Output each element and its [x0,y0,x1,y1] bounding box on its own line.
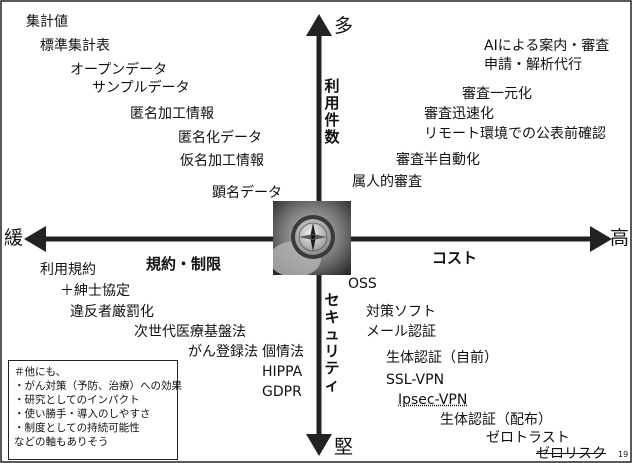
arrowhead-up [306,14,332,36]
page-number: 19 [618,450,629,459]
upper-left-item: 匿名加工情報 [130,106,214,122]
lower-right-item: Ipsec-VPN [398,392,468,408]
upper-right-item: 審査迅速化 [424,106,494,122]
axis-top-end-label: 多 [334,15,354,37]
lower-left-item: 利用規約 [40,262,96,278]
lower-left-item: 次世代医療基盤法 [134,324,246,340]
axis-top-name: 利用件数 [324,77,340,146]
upper-left-item: サンプルデータ [92,80,190,96]
lower-right-item: メール認証 [366,324,436,340]
upper-left-item: 標準集計表 [40,38,110,54]
upper-left-item: オープンデータ [70,62,168,78]
upper-right-item: 審査一元化 [462,86,532,102]
axis-bottom-end-label: 堅 [334,436,354,458]
note-line: ・使い勝手・導入のしやすさ [14,408,151,420]
arrowhead-right [590,226,612,252]
lower-left-item: 個情法 [262,344,304,360]
lower-right-item: OSS [348,276,377,292]
arrowhead-left [24,226,46,252]
axis-right-end-label: 高 [610,227,630,249]
note-line: ・研究としてのインパクト [14,394,140,406]
lower-left-item: GDPR [262,384,302,400]
note-line: などの軸もありそう [14,436,109,448]
lower-left-item: がん登録法 [188,344,258,360]
upper-right-item: 審査半自動化 [396,152,480,168]
note-line: ・制度としての持続可能性 [14,422,140,434]
note-line: ・がん対策（予防、治療）への効果 [14,380,182,392]
upper-right-item: AIによる案内・審査 [484,38,610,54]
lower-left-item: ＋紳士協定 [60,283,130,299]
note-line: ＃他にも、 [14,366,67,378]
upper-right-item: 申請・解析代行 [484,57,582,73]
lower-left-item: 違反者厳罰化 [70,304,154,320]
lower-left-item: HIPPA [262,364,303,380]
axis-right-name: コスト [432,249,478,267]
lower-right-item: SSL-VPN [386,372,445,388]
axis-left-name: 規約・制限 [146,255,222,273]
upper-right-item: リモート環境での公表前確認 [424,126,606,142]
axis-left-end-label: 緩 [4,227,24,249]
upper-left-item: 匿名化データ [178,130,262,146]
lower-right-item: 生体認証（配布） [440,412,552,428]
upper-left-item: 顕名データ [212,185,282,201]
arrowhead-down [306,434,332,456]
compass-photo-icon [273,201,351,275]
lower-right-item: ゼロトラスト [486,430,570,446]
note-box: ＃他にも、 ・がん対策（予防、治療）への効果 ・研究としてのインパクト ・使い勝… [8,360,182,460]
upper-left-item: 仮名加工情報 [180,153,264,169]
lower-right-item: ゼロリスク [536,446,606,462]
lower-right-item: 対策ソフト [366,304,436,320]
lower-right-item: 生体認証（自前） [386,350,498,366]
upper-right-item: 属人的審査 [352,174,422,190]
axis-bottom-name: セキュリティ [324,291,340,394]
upper-left-item: 集計値 [26,14,68,30]
